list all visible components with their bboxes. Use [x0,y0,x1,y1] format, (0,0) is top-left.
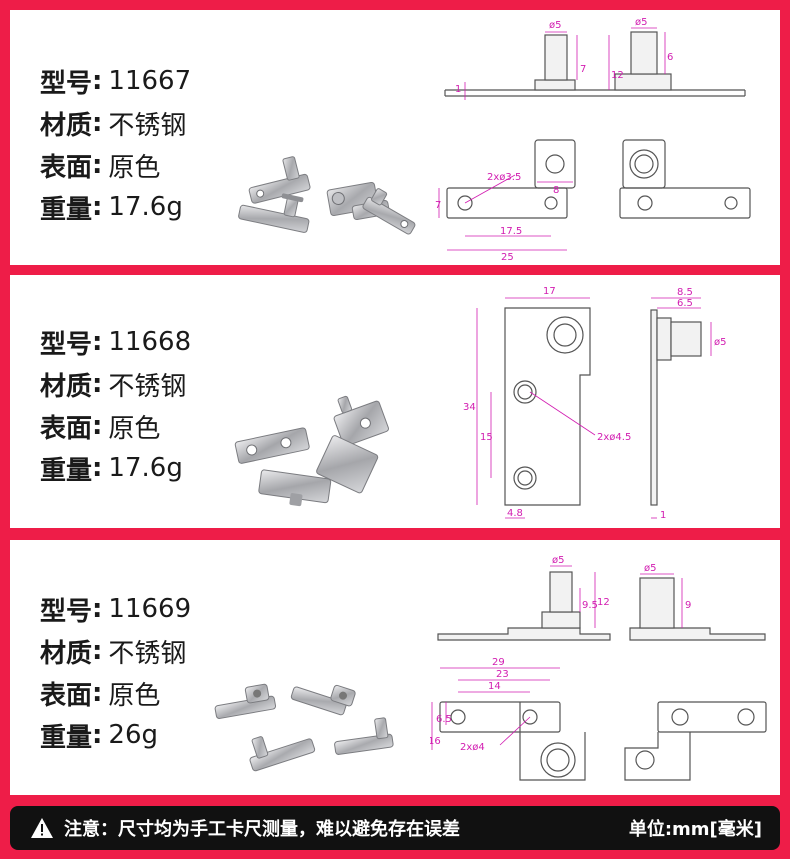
dim-thickness-1: 1 [455,84,461,95]
surface-value: 原色 [108,413,161,444]
dim-height-6: 6 [667,52,673,63]
surface-line: 表面: 原色 [40,672,191,714]
product-card-11669: 型号: 11669 材质: 不锈钢 表面: 原色 重量: 26g [10,540,780,795]
material-value: 不锈钢 [108,638,187,669]
product-card-11667: 型号: 11667 材质: 不锈钢 表面: 原色 重量: 17.6g [10,10,780,265]
model-label: 型号 [40,68,93,99]
dim-diameter-5b: ø5 [644,563,656,574]
model-label: 型号 [40,329,93,360]
unit-label: 单位:mm[毫米] [628,819,762,840]
material-value: 不锈钢 [108,110,187,141]
dim-height-16: 16 [430,736,441,747]
model-value: 11669 [108,594,192,624]
model-value: 11668 [108,327,192,357]
model-value: 11667 [108,66,192,96]
weight-line: 重量: 17.6g [40,186,191,228]
material-line: 材质: 不锈钢 [40,102,191,144]
dim-diameter-5b: ø5 [635,17,647,28]
technical-drawing: 17 34 15 2xø4.5 4.8 8.5 6.5 ø5 1 [463,286,726,521]
product-card-11668: 型号: 11668 材质: 不锈钢 表面: 原色 重量: 17.6g [10,275,780,528]
spec-list: 型号: 11667 材质: 不锈钢 表面: 原色 重量: 17.6g [40,60,191,228]
dim-width-6-5: 6.5 [677,298,693,309]
material-line: 材质: 不锈钢 [40,630,191,672]
spec-list: 型号: 11669 材质: 不锈钢 表面: 原色 重量: 26g [40,588,191,756]
dim-height-9: 9 [685,600,691,611]
surface-label: 表面 [40,152,93,183]
dim-width-8-5: 8.5 [677,287,693,298]
dim-height-34: 34 [463,402,476,413]
dim-height-7b: 7 [435,200,441,211]
technical-drawing: ø5 7 12 1 ø5 6 2xø3.5 8 7 17.5 25 [435,17,751,263]
warning-triangle-icon [31,818,53,838]
surface-value: 原色 [108,680,161,711]
footer-bar: 注意：尺寸均为手工卡尺测量，难以避免存在误差 单位:mm[毫米] [10,806,780,850]
weight-value: 17.6g [108,192,183,222]
dim-length-23: 23 [496,669,509,680]
dim-diameter-5: ø5 [549,20,561,31]
model-line: 型号: 11669 [40,588,191,630]
weight-value: 26g [108,720,159,750]
technical-drawing: ø5 9.5 12 ø5 9 29 23 14 6.5 16 2xø4 [430,555,767,781]
dim-width-8: 8 [553,185,559,196]
dim-diameter-5: ø5 [714,337,726,348]
surface-line: 表面: 原色 [40,144,191,186]
product-photo [238,156,416,235]
weight-line: 重量: 26g [40,714,191,756]
spec-list: 型号: 11668 材质: 不锈钢 表面: 原色 重量: 17.6g [40,321,191,489]
dim-length-17-5: 17.5 [500,226,522,237]
weight-label: 重量 [40,194,93,225]
model-label: 型号 [40,596,93,627]
material-label: 材质 [40,110,93,141]
dim-width-4-8: 4.8 [507,508,523,519]
dim-width-17: 17 [543,286,556,297]
dim-holes: 2xø4 [460,742,485,753]
weight-line: 重量: 17.6g [40,447,191,489]
model-line: 型号: 11668 [40,321,191,363]
surface-line: 表面: 原色 [40,405,191,447]
surface-value: 原色 [108,152,161,183]
product-photo [234,395,389,507]
material-line: 材质: 不锈钢 [40,363,191,405]
measurement-note: 注意：尺寸均为手工卡尺测量，难以避免存在误差 [64,819,460,840]
dim-diameter-5: ø5 [552,555,564,566]
dim-holes: 2xø3.5 [487,172,521,183]
surface-label: 表面 [40,680,93,711]
weight-label: 重量 [40,455,93,486]
dim-holes: 2xø4.5 [597,432,631,443]
dim-height-6-5: 6.5 [436,714,452,725]
dim-height-12: 12 [611,70,624,81]
product-photo [214,683,394,772]
dim-height-15: 15 [480,432,493,443]
dim-height-12: 12 [597,597,610,608]
weight-label: 重量 [40,722,93,753]
surface-label: 表面 [40,413,93,444]
material-value: 不锈钢 [108,371,187,402]
dim-length-25: 25 [501,252,514,263]
material-label: 材质 [40,371,93,402]
dim-length-29: 29 [492,657,505,668]
material-label: 材质 [40,638,93,669]
weight-value: 17.6g [108,453,183,483]
dim-height-9-5: 9.5 [582,600,598,611]
dim-height-7: 7 [580,64,586,75]
model-line: 型号: 11667 [40,60,191,102]
dim-thickness-1: 1 [660,510,666,521]
dim-length-14: 14 [488,681,501,692]
